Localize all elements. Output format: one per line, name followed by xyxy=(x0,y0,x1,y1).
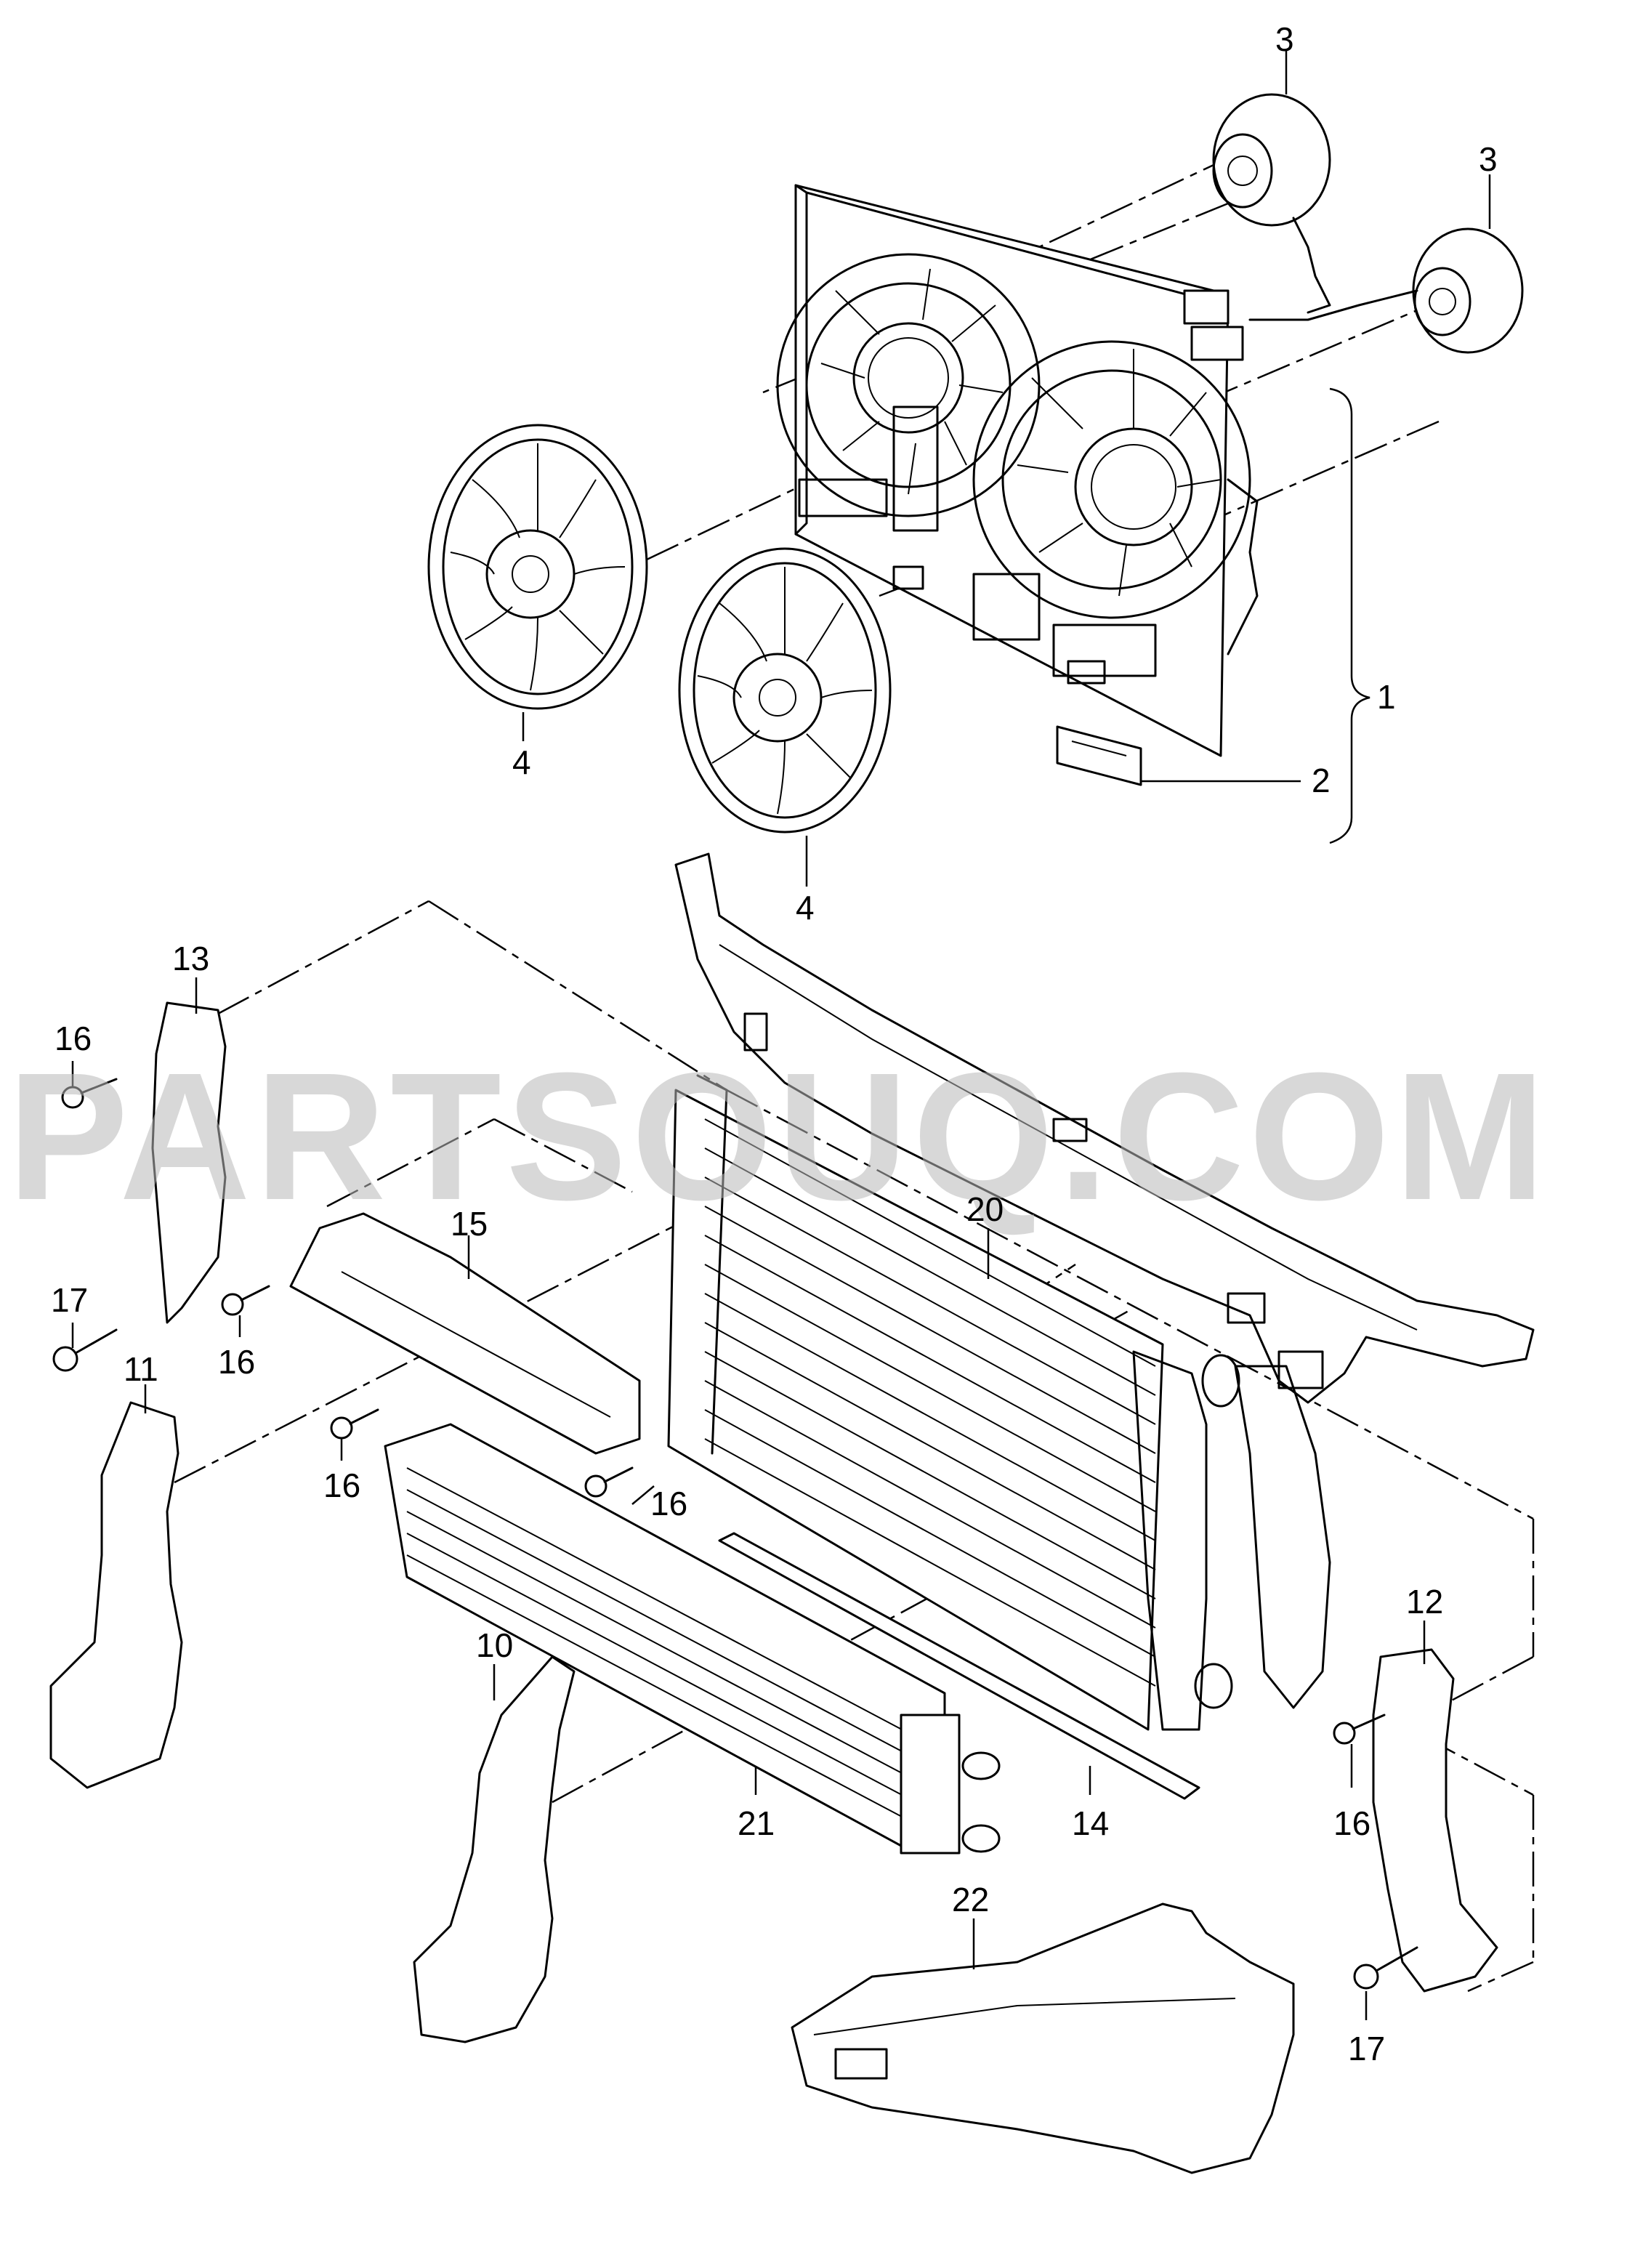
callout-2: 2 xyxy=(1312,762,1331,799)
air-guide-12 xyxy=(1372,1648,1498,1993)
callout-1: 1 xyxy=(1377,678,1396,716)
air-guide-11 xyxy=(49,1401,183,1789)
fan-blade-left xyxy=(427,424,648,710)
fan-shroud xyxy=(776,184,1259,757)
fan-blade-right xyxy=(678,547,892,834)
assembly-bracket xyxy=(1329,387,1370,844)
callout-16-e: 16 xyxy=(1333,1804,1370,1842)
callout-20: 20 xyxy=(966,1190,1004,1228)
callout-16-c: 16 xyxy=(323,1466,360,1504)
callout-12: 12 xyxy=(1406,1583,1443,1621)
callout-22: 22 xyxy=(952,1881,989,1918)
bolt-17-a xyxy=(52,1328,118,1372)
bolt-16-e xyxy=(1333,1714,1386,1745)
bolt-16-b xyxy=(221,1285,270,1316)
bolt-17-b xyxy=(1353,1946,1418,1990)
callout-17-a: 17 xyxy=(51,1281,88,1319)
callout-13: 13 xyxy=(172,940,209,977)
charge-air-cooler xyxy=(384,1423,1001,1855)
watermark: PARTSOUQ.COM xyxy=(7,1035,1550,1238)
callout-14: 14 xyxy=(1072,1804,1109,1842)
bolt-16-c xyxy=(330,1408,379,1440)
callout-4-left: 4 xyxy=(512,743,531,781)
seal-strip xyxy=(718,1532,1200,1800)
bolts xyxy=(52,1078,1418,1990)
callout-15: 15 xyxy=(451,1205,488,1243)
callout-3-upper: 3 xyxy=(1275,20,1294,58)
callout-3-lower: 3 xyxy=(1479,140,1498,178)
callout-16-a: 16 xyxy=(54,1020,92,1057)
air-guide-13 xyxy=(151,1001,227,1324)
bolt-16-a xyxy=(61,1078,118,1109)
lock-carrier xyxy=(674,852,1535,1709)
label-plate xyxy=(1056,725,1142,786)
air-guide-upper xyxy=(289,1212,641,1455)
air-duct-lower xyxy=(791,1902,1295,2174)
bolt-16-d xyxy=(584,1466,634,1498)
leader-lines xyxy=(71,51,1491,2020)
condenser xyxy=(667,1074,1240,1731)
callout-10: 10 xyxy=(476,1626,513,1664)
callout-16-b: 16 xyxy=(218,1343,255,1381)
fan-motor-lower xyxy=(1183,227,1524,361)
callout-17-b: 17 xyxy=(1348,2030,1385,2067)
fan-motor-upper xyxy=(1212,93,1331,314)
callout-4-right: 4 xyxy=(796,889,815,927)
callouts: 3 3 1 4 2 4 13 16 15 20 17 16 11 16 16 1… xyxy=(51,20,1498,2067)
air-guide-10 xyxy=(413,1655,576,2043)
callout-11: 11 xyxy=(124,1350,158,1388)
callout-21: 21 xyxy=(738,1804,775,1842)
callout-16-d: 16 xyxy=(650,1485,687,1522)
